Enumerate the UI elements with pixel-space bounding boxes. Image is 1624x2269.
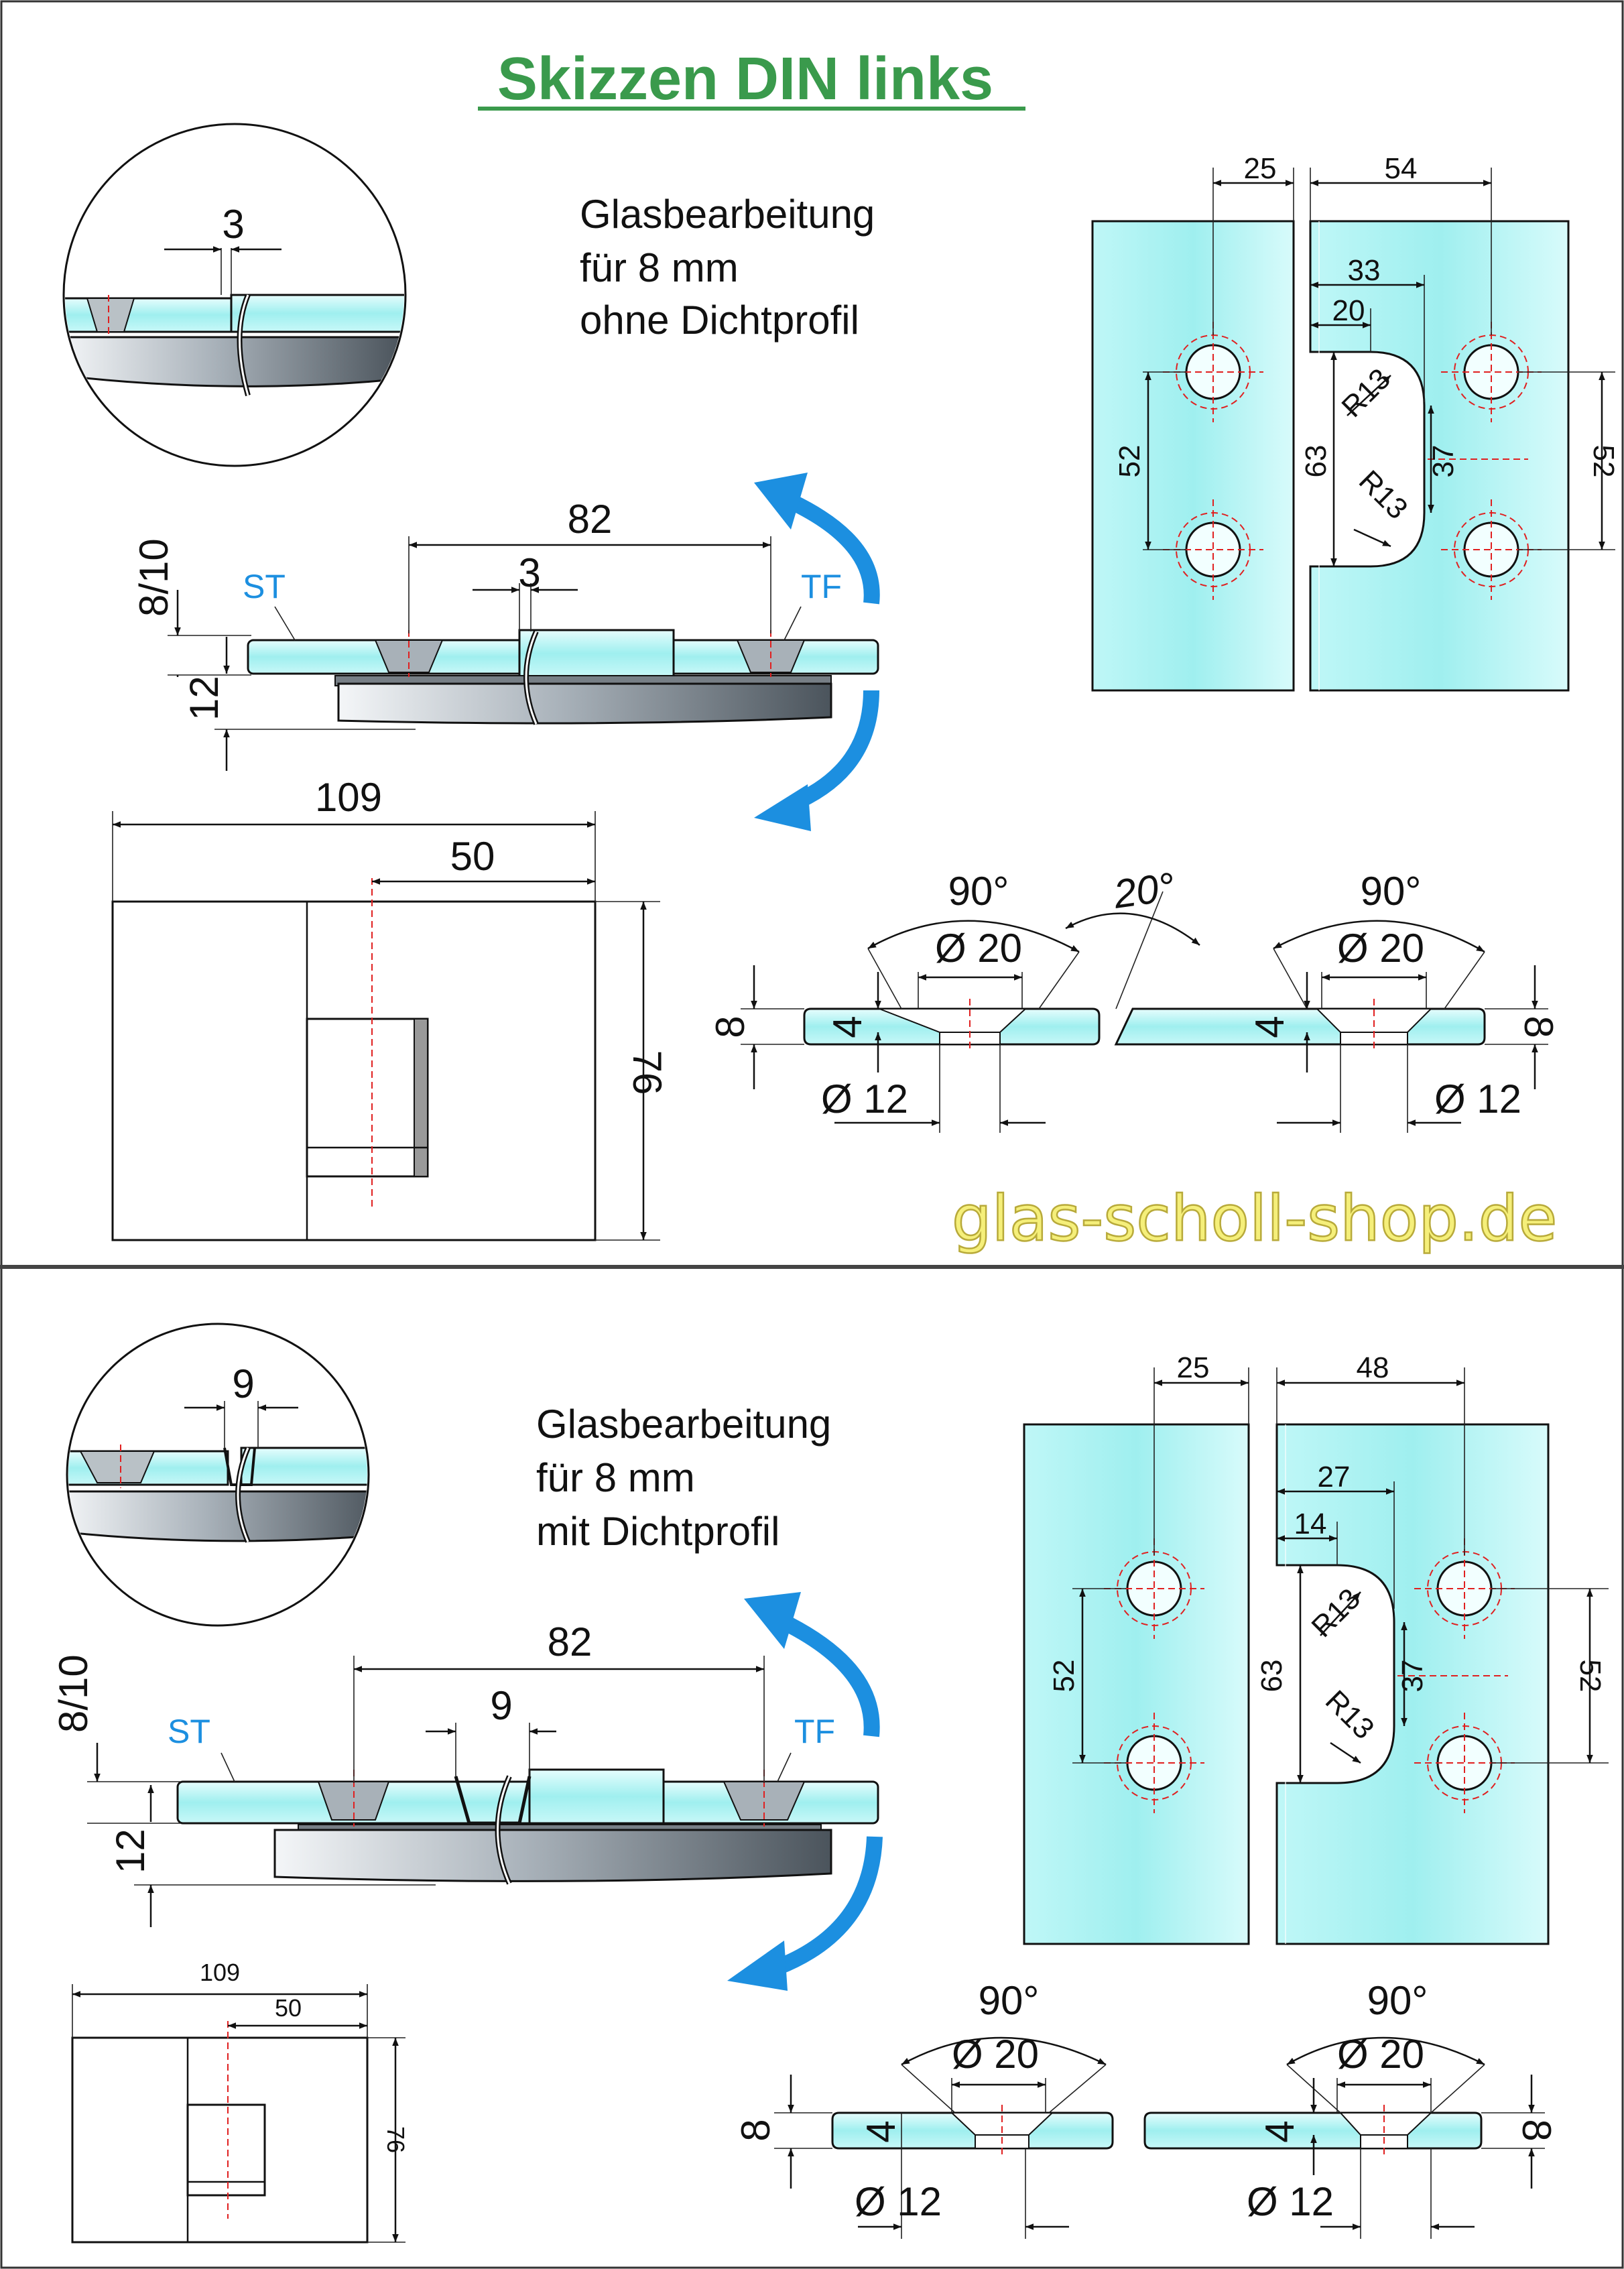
bottom-label-tf: TF [794, 1713, 835, 1750]
watermark: glas-scholl-shop.de [952, 1182, 1557, 1255]
top-body-view [111, 811, 660, 1241]
top-cutout-radius-top: R13 [1335, 362, 1397, 424]
page-title: Skizzen DIN links [497, 46, 993, 113]
top-left-depth: 4 [825, 1016, 870, 1038]
top-side-height-label: 12 [182, 676, 227, 721]
top-detail-circle [62, 123, 407, 467]
bottom-cutout-hole-spacing-right: 52 [1574, 1660, 1607, 1693]
bottom-cutout-radius-bottom: R13 [1319, 1684, 1381, 1745]
bottom-body-center-label: 50 [275, 1994, 302, 2022]
top-cutout-hole-spacing-left: 52 [1113, 445, 1146, 478]
top-cutout-notch-straight: 37 [1427, 445, 1460, 478]
top-bevel-angle-label: 20° [1110, 864, 1177, 917]
top-desc-line1: Glasbearbeitung [580, 192, 875, 237]
top-countersink-right [1114, 920, 1548, 1133]
top-cutout-notch-depth: 33 [1348, 254, 1381, 287]
bottom-cutout-notch-inner: 14 [1294, 1508, 1327, 1540]
bottom-left-depth: 4 [859, 2120, 903, 2142]
bottom-desc-line3: mit Dichtprofil [536, 1509, 779, 1554]
bottom-countersink-right [1143, 2036, 1545, 2239]
top-right-bore: Ø 12 [1434, 1077, 1521, 1121]
bottom-cutout-view [1023, 1367, 1609, 1945]
top-side-thickness-label: 8/10 [131, 538, 176, 617]
bottom-cutout-notch-height: 63 [1255, 1660, 1288, 1693]
top-left-angle: 90° [948, 869, 1009, 914]
bottom-left-bore: Ø 12 [855, 2179, 942, 2224]
top-right-thickness: 8 [1516, 1016, 1561, 1038]
top-bevel-angle [1065, 891, 1200, 1009]
top-detail-gap-label: 3 [222, 202, 244, 247]
bottom-left-thickness: 8 [733, 2119, 778, 2141]
top-left-thickness: 8 [708, 1016, 753, 1038]
bottom-detail-circle [66, 1323, 370, 1627]
top-countersink-left [741, 920, 1101, 1133]
top-cutout-hole-spacing-right: 52 [1587, 445, 1620, 478]
top-left-countersink: Ø 20 [935, 926, 1022, 971]
bottom-right-thickness: 8 [1514, 2119, 1559, 2141]
bottom-body-height-label: 76 [382, 2126, 410, 2153]
top-desc-line3: ohne Dichtprofil [580, 298, 859, 343]
top-desc-line2: für 8 mm [580, 245, 739, 290]
top-side-gap-label: 3 [518, 550, 540, 595]
bottom-detail-gap-label: 9 [232, 1361, 254, 1406]
bottom-side-thickness-label: 8/10 [51, 1654, 96, 1733]
bottom-cutout-left-width: 25 [1177, 1351, 1210, 1384]
bottom-cutout-radius-top: R13 [1305, 1582, 1367, 1644]
top-cutout-radius-bottom: R13 [1353, 464, 1414, 526]
top-cutout-notch-inner: 20 [1332, 294, 1365, 327]
bottom-body-view [71, 1984, 405, 2244]
top-side-view [168, 473, 880, 831]
bottom-right-angle: 90° [1367, 1978, 1428, 2023]
top-right-angle: 90° [1361, 869, 1422, 914]
bottom-cutout-notch-depth: 27 [1318, 1461, 1351, 1493]
bottom-desc-line2: für 8 mm [536, 1455, 695, 1500]
top-label-tf: TF [801, 568, 842, 605]
bottom-side-view [87, 1592, 883, 1991]
top-right-depth: 4 [1247, 1016, 1292, 1038]
bottom-left-angle: 90° [979, 1978, 1040, 2023]
top-cutout-right-width: 54 [1385, 152, 1418, 185]
top-cutout-notch-height: 63 [1300, 445, 1332, 478]
bottom-countersink-left [774, 2036, 1114, 2239]
bottom-body-width-label: 109 [200, 1959, 240, 1986]
top-side-span-label: 82 [568, 497, 613, 542]
bottom-side-gap-label: 9 [490, 1683, 512, 1728]
bottom-left-countersink: Ø 20 [952, 2032, 1039, 2077]
bottom-side-height-label: 12 [108, 1829, 153, 1874]
bottom-cutout-hole-spacing-left: 52 [1048, 1660, 1080, 1693]
top-body-height-label: 76 [625, 1050, 670, 1095]
top-left-bore: Ø 12 [821, 1077, 908, 1121]
bottom-right-depth: 4 [1257, 2120, 1302, 2142]
bottom-cutout-notch-straight: 37 [1396, 1660, 1429, 1693]
top-label-st: ST [243, 568, 286, 605]
bottom-right-bore: Ø 12 [1247, 2179, 1334, 2224]
bottom-cutout-right-width: 48 [1357, 1351, 1389, 1384]
top-body-center-label: 50 [450, 834, 495, 879]
bottom-right-countersink: Ø 20 [1337, 2032, 1424, 2077]
bottom-desc-line1: Glasbearbeitung [536, 1402, 831, 1447]
top-cutout-view [1091, 168, 1615, 692]
top-right-countersink: Ø 20 [1337, 926, 1424, 971]
bottom-side-span-label: 82 [548, 1619, 592, 1664]
bottom-label-st: ST [168, 1713, 210, 1750]
top-body-width-label: 109 [315, 775, 382, 820]
top-cutout-left-width: 25 [1244, 152, 1277, 185]
